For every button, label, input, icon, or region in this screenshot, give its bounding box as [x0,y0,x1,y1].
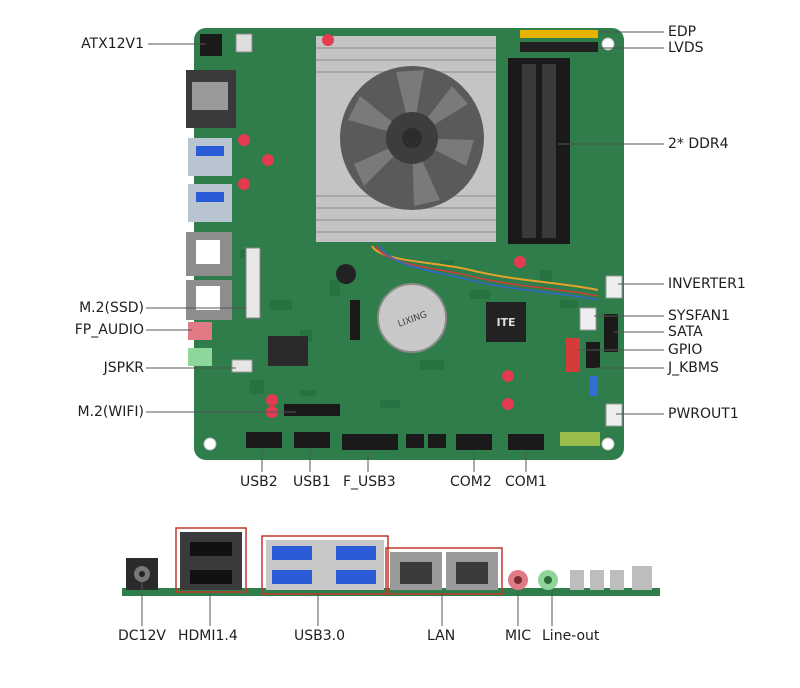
sata-connector [604,314,618,352]
label-sysfan1: SYSFAN1 [668,308,731,324]
label-jspkr: JSPKR [103,360,144,376]
usb30-highlight [261,535,389,595]
label-sata: SATA [668,324,703,340]
label-m2-wifi: M.2(WIFI) [77,404,144,420]
io-panel-view [122,527,660,596]
label-m2-ssd: M.2(SSD) [79,300,144,316]
label-com2: COM2 [450,474,492,490]
label-dc12v: DC12V [118,628,166,644]
j-kbms-connector [590,376,598,396]
cmos-battery [377,283,447,353]
label-j-kbms: J_KBMS [668,360,719,376]
label-usb1: USB1 [293,474,331,490]
label-hdmi14: HDMI1.4 [178,628,238,644]
inverter1-connector [605,275,623,299]
label-usb2: USB2 [240,474,278,490]
hdmi-highlight [175,527,247,593]
usb30-ports [266,540,384,590]
label-com1: COM1 [505,474,547,490]
label-atx12v1: ATX12V1 [81,36,144,52]
leader-lines [141,31,664,626]
usb2-header [246,432,282,448]
label-ddr4: 2* DDR4 [668,136,729,152]
com1-header [508,434,544,450]
lvds-header [520,42,598,52]
label-edp: EDP [668,24,697,40]
fp-audio-jack [188,322,212,340]
m2-wifi-slot [284,404,340,416]
label-fp-audio: FP_AUDIO [74,322,144,338]
label-lvds: LVDS [668,40,704,56]
lan-ports [390,552,498,590]
io-pcb-edge [122,588,660,596]
chip-brand: ITE [496,316,515,329]
usb1-header [294,432,330,448]
usb3-body-top [188,138,232,176]
gpio-header [566,338,580,372]
atx12v1-connector [200,34,222,56]
f-usb3-header [342,434,398,450]
lan-highlight [385,547,503,595]
ddr4-slot [508,58,570,244]
pwrout1-connector [605,403,623,427]
label-gpio: GPIO [668,342,703,358]
label-f-usb3: F_USB3 [343,474,396,490]
edp-header [520,30,598,38]
label-mic: MIC [505,628,531,644]
sysfan1-connector [579,307,597,331]
label-usb30: USB3.0 [294,628,346,644]
board-top-view: LIXING ITE [186,28,624,460]
label-pwrout1: PWROUT1 [668,406,739,422]
label-line-out: Line-out [542,628,600,644]
com2-header [456,434,492,450]
label-inverter1: INVERTER1 [668,276,746,292]
label-lan: LAN [427,628,456,644]
m2-ssd-slot [245,247,261,319]
super-io-chip [486,302,526,342]
line-out-jack [188,348,212,366]
